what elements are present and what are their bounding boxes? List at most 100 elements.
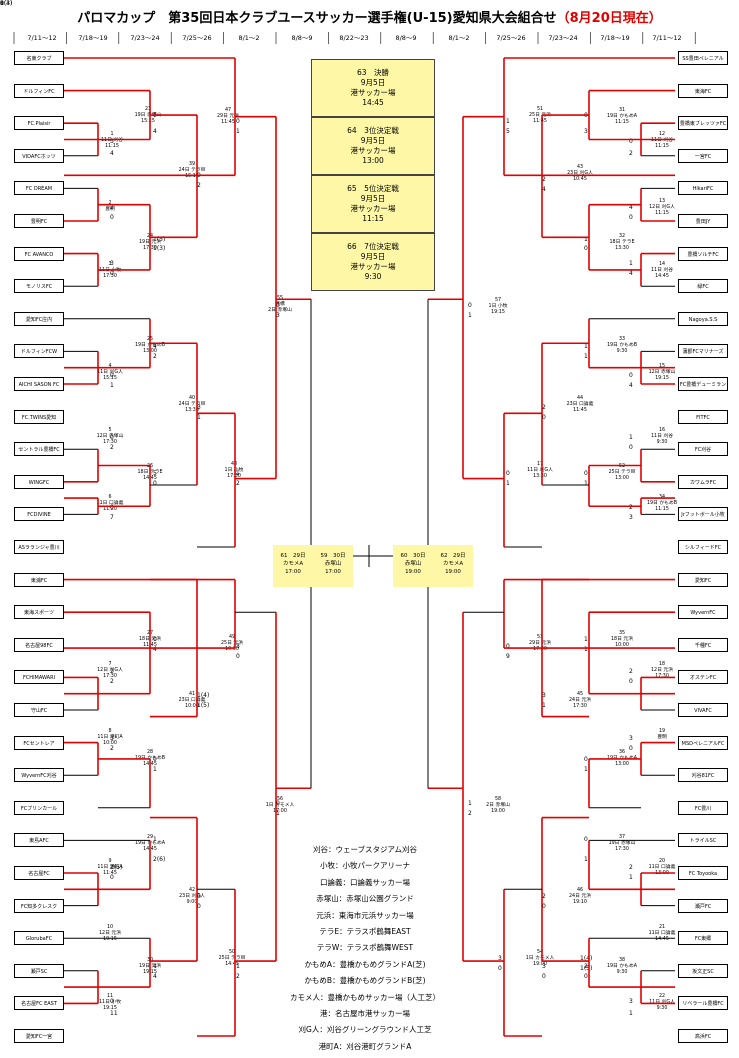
team-box-right: オステンFC bbox=[678, 670, 728, 685]
match-venue-date: 23日 刈G人 bbox=[567, 171, 593, 176]
score-value: 0(4) bbox=[0, 0, 13, 7]
round-date-header: 8/8～9 bbox=[395, 34, 417, 42]
match-time: 17:30 bbox=[103, 674, 117, 679]
schedule-time: 13:00 bbox=[362, 156, 384, 165]
match-time: 17:00 bbox=[273, 809, 287, 814]
match-venue-date: 24日 テラW bbox=[178, 402, 206, 407]
score-value: 4 bbox=[153, 343, 157, 350]
team-box-right: リベラール豊橋FC bbox=[678, 996, 728, 1011]
match-venue-date: 24日 元浜 bbox=[568, 894, 592, 899]
match-time: 11:15 bbox=[655, 144, 669, 149]
team-box-right: FC刈谷 bbox=[678, 442, 728, 457]
score-value: 5 bbox=[506, 128, 510, 135]
match-venue-date: 11日 小牧 bbox=[98, 1000, 122, 1005]
match-number: 18 bbox=[658, 662, 666, 667]
venue-entry: かもめA：豊橋かもめグランドA(芝) bbox=[304, 959, 426, 969]
match-time: 17:30 bbox=[533, 647, 547, 652]
score-value: 1(5) bbox=[580, 965, 593, 972]
match-number: 1 bbox=[110, 132, 114, 137]
match-venue-date: 18日 元浜 bbox=[610, 637, 634, 642]
match-number: 40 bbox=[188, 396, 196, 401]
score-value: 0 bbox=[197, 893, 201, 900]
schedule-date: 9月5日 bbox=[360, 194, 386, 203]
score-value: 3 bbox=[584, 128, 588, 135]
team-box-right: 緑FC bbox=[678, 279, 728, 294]
match-venue-date: 11日 口論義 bbox=[648, 865, 676, 870]
score-value: 1 bbox=[197, 414, 201, 421]
schedule-date: 9月5日 bbox=[360, 252, 386, 261]
match-number: 9 bbox=[108, 859, 112, 864]
team-box-right: FITFC bbox=[678, 409, 728, 424]
score-value: 3 bbox=[236, 643, 240, 650]
match-venue-date: 25日 元浜 bbox=[528, 113, 552, 118]
match-venue-date: 19日 赤塚山 bbox=[134, 113, 162, 118]
match-venue-date: 豊明 bbox=[657, 735, 667, 740]
team-box-left: セントラル豊橋FC bbox=[14, 442, 64, 457]
match-number: 35 bbox=[618, 631, 626, 636]
match-time: 10:00 bbox=[103, 741, 117, 746]
match-time: 11:45 bbox=[103, 871, 117, 876]
score-value: 0 bbox=[153, 480, 157, 487]
match-number: 51 bbox=[536, 107, 544, 112]
team-box-right: 坂文正SC bbox=[678, 963, 728, 978]
match-number: 29 bbox=[146, 835, 154, 840]
match-time: 10:00 bbox=[225, 647, 239, 652]
score-value: 0 bbox=[584, 973, 588, 980]
schedule-time: 9:30 bbox=[364, 272, 382, 281]
score-value: 2 bbox=[236, 480, 240, 487]
team-box-left: FCブリンカール bbox=[14, 800, 64, 815]
match-time: 15:15 bbox=[103, 376, 117, 381]
match-time: 15:15 bbox=[185, 174, 199, 179]
score-value: 1 bbox=[629, 1010, 633, 1017]
match-number: 58 bbox=[494, 797, 502, 802]
score-value: 2 bbox=[542, 893, 546, 900]
score-value: 4 bbox=[542, 186, 546, 193]
match-venue-date: 豊橋 bbox=[275, 302, 285, 307]
match-number: 8 bbox=[108, 729, 112, 734]
match-time: 9:30 bbox=[656, 440, 668, 445]
round-date-header: 7/25～26 bbox=[496, 34, 526, 42]
score-value: 0 bbox=[110, 372, 114, 379]
score-value: 0 bbox=[236, 118, 240, 125]
match-time: 10:00 bbox=[615, 643, 629, 648]
score-value: 1 bbox=[110, 382, 114, 389]
team-box-right: MSDペレニアルFC bbox=[678, 735, 728, 750]
classification-number: 62 29日 bbox=[440, 553, 466, 559]
match-venue-date: 12日 元浜 bbox=[650, 668, 674, 673]
match-number: 2 bbox=[108, 201, 112, 206]
match-number: 5 bbox=[108, 428, 112, 433]
score-value: 2 bbox=[197, 182, 201, 189]
team-box-left: 名東クラブ bbox=[14, 51, 64, 65]
match-number: 33 bbox=[618, 337, 626, 342]
score-value: 1 bbox=[584, 353, 588, 360]
match-venue-date: 11日 口論義 bbox=[648, 931, 676, 936]
classification-venue: カモメA bbox=[442, 561, 464, 567]
match-venue-date: 12日 刈G人 bbox=[97, 668, 123, 673]
score-value: 1 bbox=[0, 0, 4, 7]
round-date-header: 8/22～23 bbox=[339, 34, 369, 42]
team-box-left: 愛知FC庄内 bbox=[14, 311, 64, 326]
score-value: 2 bbox=[236, 973, 240, 980]
team-box-left: FC知多クレスク bbox=[14, 898, 64, 913]
schedule-round: 66 7位決定戦 bbox=[347, 242, 399, 251]
match-number: 52 bbox=[618, 464, 626, 469]
match-number: 17 bbox=[536, 462, 544, 467]
match-number: 41 bbox=[188, 692, 196, 697]
match-time: 17:30 bbox=[227, 474, 241, 479]
team-box-right: 瀬戸FC bbox=[678, 898, 728, 913]
match-number: 21 bbox=[658, 925, 666, 930]
score-value: 1 bbox=[629, 260, 633, 267]
round-date-header: 7/23～24 bbox=[548, 34, 578, 42]
score-value: 2 bbox=[110, 444, 114, 451]
match-number: 15 bbox=[658, 364, 666, 369]
score-value: 1 bbox=[584, 766, 588, 773]
match-number: 23 bbox=[144, 107, 152, 112]
